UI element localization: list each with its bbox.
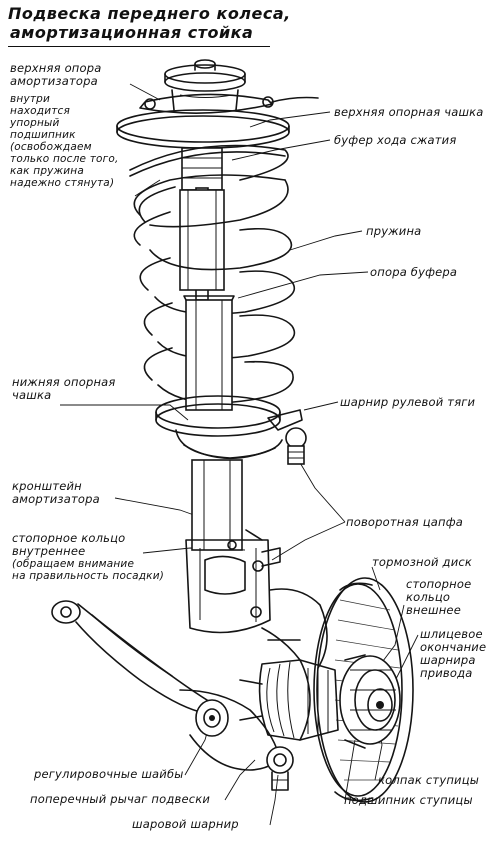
label-bearing-note-line-7: как пружина — [10, 165, 84, 177]
ball-joint — [266, 746, 294, 791]
diagram-title: Подвеска переднего колеса, амортизационн… — [8, 4, 291, 42]
leader-bump-stop-seat — [237, 271, 369, 299]
label-strut-bracket-line-1: кронштейн — [12, 479, 82, 493]
label-steering-knuckle: поворотная цапфа — [346, 515, 464, 529]
label-inner-circlip: стопорное кольцо внутреннее (обращаем вн… — [12, 531, 165, 583]
label-bearing-note-line-1: внутри — [10, 93, 51, 105]
label-spring: пружина — [366, 224, 422, 238]
label-lower-cup: нижняя опорная чашка — [12, 376, 116, 402]
label-outer-circlip-line-2: кольцо — [406, 590, 451, 604]
label-ball-joint: шаровой шарнир — [132, 817, 239, 831]
label-bearing-note-line-3: упорный — [10, 117, 60, 129]
leader-ball-joint — [269, 774, 279, 826]
label-bearing-note: внутри находится упорный подшипник (осво… — [10, 93, 119, 189]
label-adjusting-shims: регулировочные шайбы — [34, 767, 184, 781]
label-inner-circlip-line-4: на правильность посадки) — [12, 570, 165, 582]
leader-wishbone — [224, 759, 256, 801]
label-bearing-note-line-5: (освобождаем — [10, 141, 92, 153]
leader-knuckle-2 — [271, 521, 346, 561]
label-splined-end-line-2: окончание — [420, 640, 487, 654]
piston-rod — [179, 147, 225, 301]
label-inner-circlip-line-1: стопорное кольцо — [12, 531, 126, 545]
lower-spring-cup — [155, 395, 283, 460]
leader-hub-bearing — [344, 739, 356, 801]
label-hub-cap: колпак ступицы — [378, 773, 480, 787]
leader-upper-cup — [249, 111, 331, 128]
label-outer-circlip: стопорное кольцо внешнее — [406, 578, 471, 617]
steering-knuckle — [261, 588, 328, 669]
cv-joint-boot — [239, 659, 339, 741]
label-bearing-note-line-4: подшипник — [10, 129, 76, 141]
label-brake-disc: тормозной диск — [372, 555, 473, 569]
label-splined-end-line-3: шарнира — [420, 653, 476, 667]
leader-spring — [289, 230, 363, 251]
label-bump-stop: буфер хода сжатия — [334, 133, 457, 147]
leader-lower-cup — [60, 404, 189, 421]
shock-body-lower — [191, 459, 243, 551]
title-line-2: амортизационная стойка — [10, 23, 254, 42]
label-bearing-note-line-2: находится — [10, 105, 71, 117]
label-outer-circlip-line-1: стопорное — [406, 577, 472, 591]
label-upper-mount-line-2: амортизатора — [10, 74, 98, 88]
leader-upper-mount — [129, 83, 161, 101]
strut-bracket — [185, 529, 281, 634]
label-inner-circlip-line-3: (обращаем внимание — [12, 558, 135, 570]
label-outer-circlip-line-3: внешнее — [406, 603, 461, 617]
label-upper-mount-line-1: верхняя опора — [10, 61, 102, 75]
leader-bump-stop — [231, 139, 331, 161]
label-inner-circlip-line-2: внутреннее — [12, 544, 86, 558]
leader-outer-circlip — [379, 604, 405, 666]
label-bump-stop-seat: опора буфера — [370, 265, 458, 279]
label-wishbone: поперечный рычаг подвески — [30, 792, 211, 806]
title-underline — [8, 46, 270, 47]
title-line-1: Подвеска переднего колеса, — [8, 4, 291, 23]
hub-assembly — [339, 654, 401, 749]
label-strut-bracket: кронштейн амортизатора — [12, 480, 100, 506]
label-tie-rod-joint: шарнир рулевой тяги — [340, 395, 476, 409]
leader-brake-disc — [371, 566, 381, 591]
tie-rod-joint — [267, 409, 307, 465]
label-lower-cup-line-2: чашка — [12, 388, 52, 402]
label-bearing-note-line-8: надежно стянута) — [10, 177, 115, 189]
coil-spring — [129, 144, 296, 404]
label-bearing-note-line-6: только после того, — [10, 153, 119, 165]
leader-tie-rod — [303, 401, 339, 411]
label-lower-cup-line-1: нижняя опорная — [12, 375, 116, 389]
label-upper-cup: верхняя опорная чашка — [334, 105, 484, 119]
label-splined-end: шлицевое окончание шарнира привода — [420, 628, 486, 680]
label-strut-bracket-line-2: амортизатора — [12, 492, 100, 506]
lower-wishbone — [51, 600, 291, 771]
upper-mount — [139, 59, 319, 114]
brake-disc — [313, 577, 414, 803]
label-hub-bearing: подшипник ступицы — [344, 793, 473, 807]
leader-knuckle — [295, 455, 346, 523]
label-upper-mount: верхняя опора амортизатора — [10, 62, 102, 88]
shock-body-upper — [183, 295, 235, 411]
label-splined-end-line-4: привода — [420, 666, 473, 680]
upper-spring-cup — [116, 109, 290, 149]
label-splined-end-line-1: шлицевое — [420, 627, 483, 641]
